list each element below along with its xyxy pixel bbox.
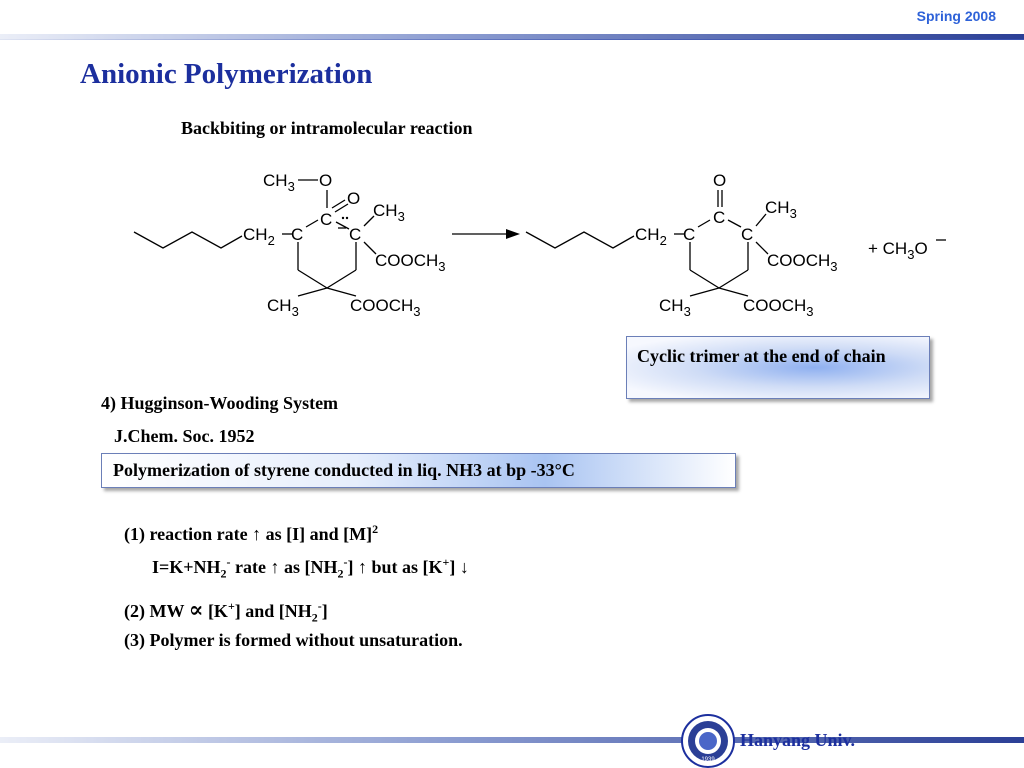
- reactant-c-anion: C: [349, 225, 361, 244]
- reactant-ch3-top: CH3: [263, 171, 295, 194]
- seal-year: 1939: [701, 757, 715, 763]
- product-ch2: CH2: [635, 225, 667, 248]
- highlight-box: Polymerization of styrene conducted in l…: [101, 453, 736, 488]
- reactant-o-ether: O: [319, 171, 332, 190]
- product-chain: [525, 231, 635, 249]
- product-c-quat: C: [741, 225, 753, 244]
- product-c-ring: C: [683, 225, 695, 244]
- top-rule: [0, 34, 1024, 40]
- product-ch3-bottom: CH3: [659, 296, 691, 319]
- reaction-arrow-head: [506, 229, 520, 239]
- footer-university: Hanyang Univ.: [740, 730, 856, 750]
- product-o-top: O: [713, 171, 726, 190]
- product-c-carbonyl: C: [713, 208, 725, 227]
- reactant-cooch3-bottom: COOCH3: [350, 296, 421, 319]
- header-term: Spring 2008: [916, 8, 996, 24]
- lone-pair-dot: [345, 216, 349, 220]
- callout-box: Cyclic trimer at the end of chain: [626, 336, 930, 399]
- lone-pair-dot: [341, 216, 345, 220]
- reactant-o-carbonyl: O: [347, 189, 360, 208]
- reaction-scheme: CH3 O O CH3 CH2 C C C COOCH3 CH3 COOCH3 …: [0, 150, 1024, 330]
- reactant-cooch3-right: COOCH3: [375, 251, 446, 274]
- reactant-c-carbonyl: C: [320, 210, 332, 229]
- product-ch3-right: CH3: [765, 198, 797, 221]
- reactant-ch3-bottom: CH3: [267, 296, 299, 319]
- system-heading: 4) Hugginson-Wooding System: [101, 393, 339, 413]
- reactant-chain: [133, 231, 243, 249]
- point-1-sup: 2: [372, 522, 379, 536]
- bottom-rule: [0, 737, 1024, 743]
- product-cooch3-right: COOCH3: [767, 251, 838, 274]
- reaction-diagram: CH3 O O CH3 CH2 C C C COOCH3 CH3 COOCH3 …: [133, 171, 946, 319]
- university-seal-icon: 1939: [681, 714, 735, 768]
- point-1-detail: I=K+NH2- rate ↑ as [NH2-] ↑ but as [K+] …: [152, 555, 469, 581]
- point-1: (1) reaction rate ↑ as [I] and [M]2: [124, 522, 379, 545]
- point-2: (2) MW ∝ [K+] and [NH2-]: [124, 597, 328, 625]
- point-3: (3) Polymer is formed without unsaturati…: [124, 630, 463, 650]
- reactant-ch3-right: CH3: [373, 201, 405, 224]
- reactant-ch2: CH2: [243, 225, 275, 248]
- reference: J.Chem. Soc. 1952: [114, 426, 255, 446]
- product-cooch3-bottom: COOCH3: [743, 296, 814, 319]
- point-1-text: (1) reaction rate ↑ as [I] and [M]: [124, 524, 373, 544]
- reactant-c-ring: C: [291, 225, 303, 244]
- slide-title: Anionic Polymerization: [80, 58, 373, 90]
- slide-subtitle: Backbiting or intramolecular reaction: [181, 118, 473, 138]
- proportional-symbol: ∝: [188, 597, 204, 622]
- byproduct-methoxide: + CH3O: [868, 239, 928, 262]
